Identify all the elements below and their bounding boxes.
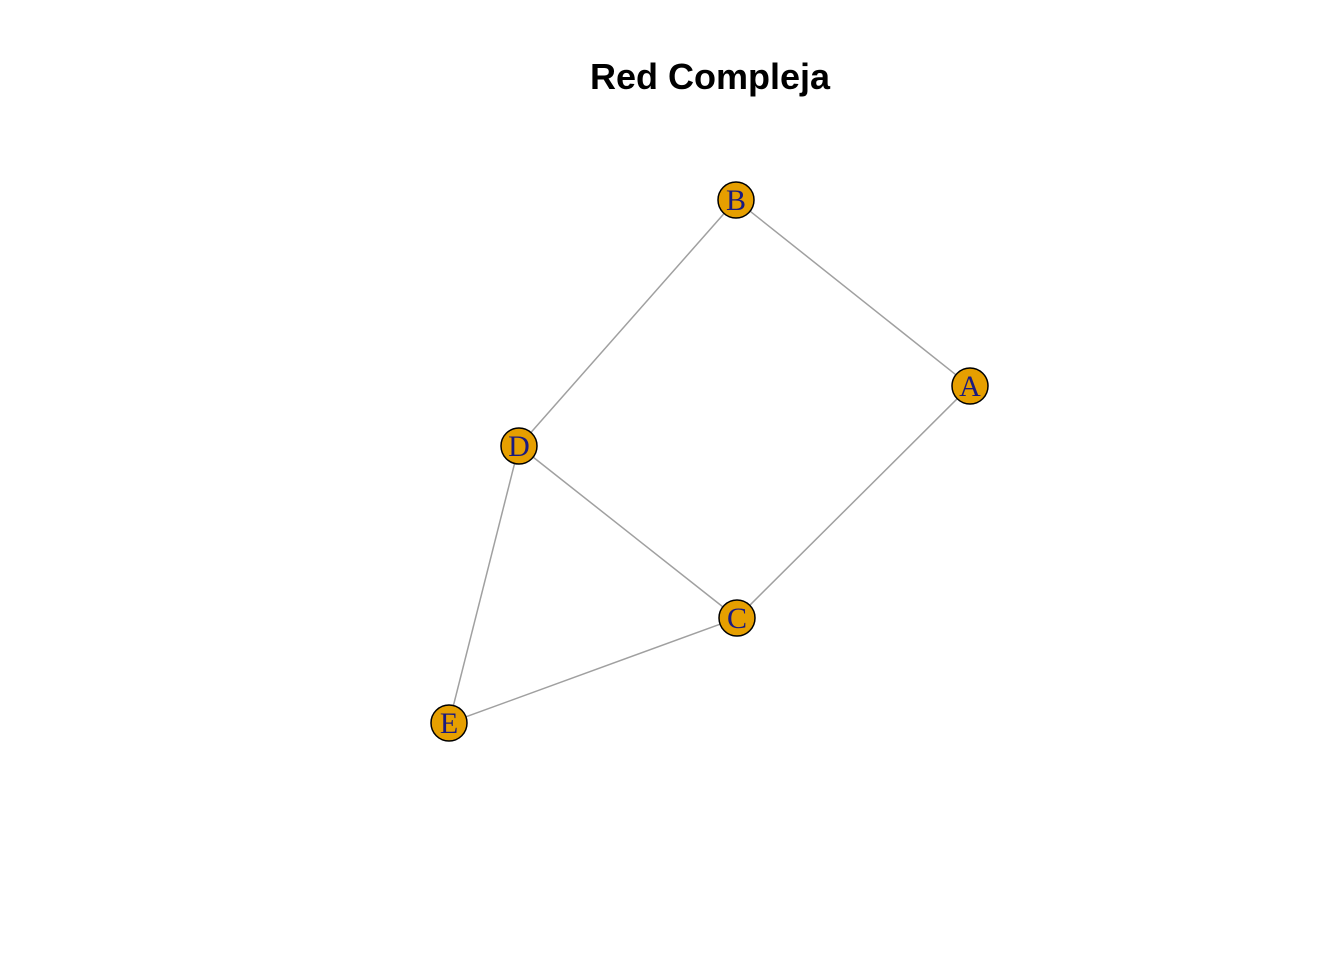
node-d: D bbox=[500, 427, 538, 465]
edge-d-e bbox=[452, 463, 516, 706]
node-circle-d bbox=[500, 427, 538, 465]
node-label-b: B bbox=[726, 184, 746, 217]
edge-c-e bbox=[465, 623, 721, 718]
node-circle-b bbox=[717, 181, 755, 219]
node-c: C bbox=[718, 599, 756, 637]
node-e: E bbox=[430, 704, 468, 742]
node-label-c: C bbox=[727, 602, 747, 635]
edge-a-b bbox=[749, 210, 957, 376]
node-circle-c bbox=[718, 599, 756, 637]
edges-layer bbox=[452, 210, 958, 718]
node-circle-a bbox=[951, 367, 989, 405]
node-label-e: E bbox=[440, 707, 458, 740]
node-label-d: D bbox=[508, 430, 530, 463]
node-label-a: A bbox=[959, 370, 981, 403]
graph-title: Red Compleja bbox=[589, 56, 831, 97]
node-circle-e bbox=[430, 704, 468, 742]
node-b: B bbox=[717, 181, 755, 219]
nodes-layer: A B C D E bbox=[430, 181, 989, 742]
edge-a-c bbox=[749, 398, 958, 606]
node-a: A bbox=[951, 367, 989, 405]
edge-c-d bbox=[532, 456, 724, 608]
edge-b-d bbox=[530, 213, 725, 433]
